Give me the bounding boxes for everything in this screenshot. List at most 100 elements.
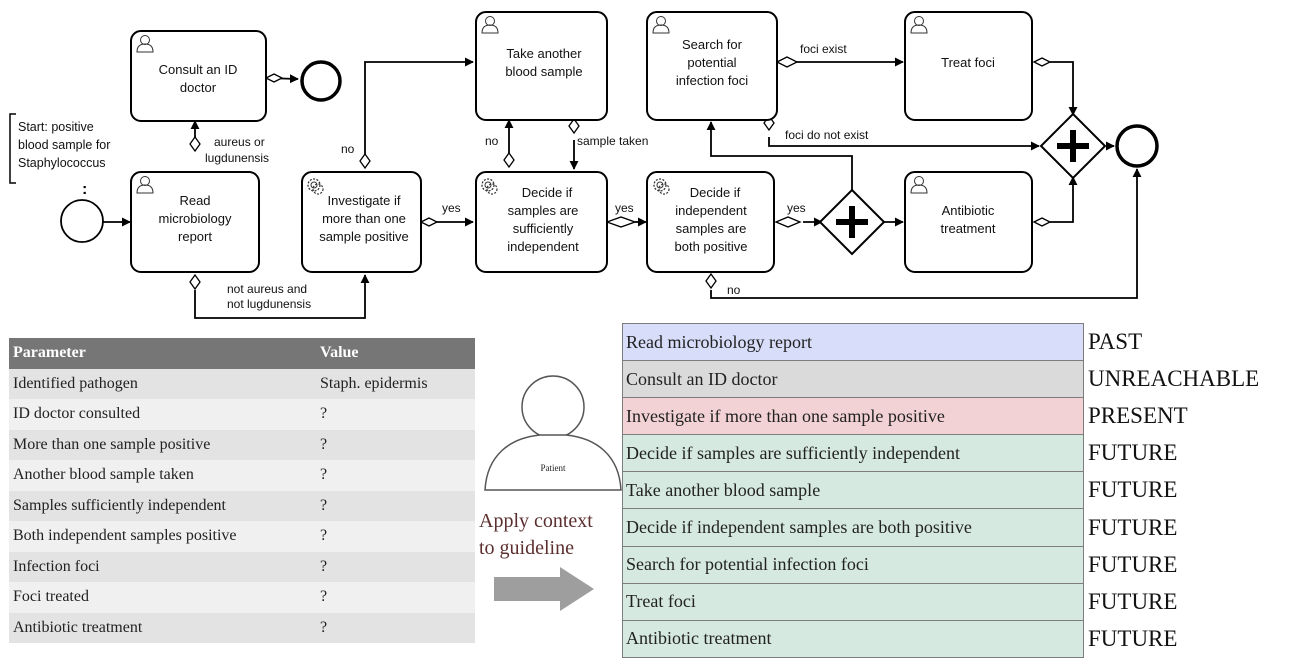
- task-label: Decide if: [690, 185, 741, 200]
- task-read-microbiology-report: Read microbiology report: [130, 171, 260, 273]
- flow-labels: aureus or lugdunensis not aureus and not…: [205, 42, 869, 311]
- state-cell: FUTURE: [1088, 514, 1178, 540]
- task-label: treatment: [941, 221, 996, 236]
- task-decide-samples-independent: Decide if samples are sufficiently indep…: [475, 171, 608, 273]
- task-label: doctor: [180, 80, 217, 95]
- task-take-another-blood-sample: Take another blood sample: [475, 11, 608, 121]
- task-label: Consult an ID: [159, 62, 238, 77]
- table-row: Infection foci?: [9, 551, 475, 582]
- start-event: [60, 199, 104, 243]
- parameter-cell: Another blood sample taken: [9, 460, 316, 491]
- task-label: report: [178, 229, 212, 244]
- step-cell: Search for potential infection foci: [622, 545, 1084, 584]
- task-label: samples are: [676, 221, 747, 236]
- state-cell: PRESENT: [1088, 403, 1188, 429]
- start-annotation: Start: positive blood sample for Staphyl…: [9, 113, 110, 198]
- table-row: Decide if independent samples are both p…: [622, 508, 1260, 547]
- task-label: potential: [687, 55, 736, 70]
- task-label: more than one: [322, 211, 406, 226]
- parameter-cell: Samples sufficiently independent: [9, 490, 316, 521]
- state-cell: FUTURE: [1088, 440, 1178, 466]
- state-cell: PAST: [1088, 329, 1143, 355]
- value-cell: ?: [316, 490, 475, 521]
- state-cell: FUTURE: [1088, 551, 1178, 577]
- end-event-main: [1115, 124, 1159, 168]
- task-label: Investigate if: [328, 193, 401, 208]
- task-label: blood sample: [505, 64, 582, 79]
- table-header-row: Parameter Value: [9, 338, 475, 369]
- task-label: Decide if: [522, 185, 573, 200]
- task-investigate-more-than-one-sample: Investigate if more than one sample posi…: [301, 171, 422, 273]
- state-cell: FUTURE: [1088, 477, 1178, 503]
- flow-label-not-aureus: not lugdunensis: [227, 297, 311, 311]
- step-cell: Investigate if more than one sample posi…: [622, 397, 1084, 436]
- column-header-parameter: Parameter: [9, 338, 316, 369]
- task-label: sample positive: [319, 229, 409, 244]
- state-cell: FUTURE: [1088, 625, 1178, 651]
- patient-icon: Patient: [484, 375, 622, 491]
- table-row: Antibiotic treatment?: [9, 612, 475, 643]
- parameter-cell: Infection foci: [9, 551, 316, 582]
- flow-label-no: no: [727, 283, 741, 297]
- flow-label-yes: yes: [442, 201, 461, 215]
- flow-label-not-aureus: not aureus and: [227, 282, 307, 296]
- task-label: Antibiotic: [942, 203, 995, 218]
- flow-label-sample-taken: sample taken: [577, 134, 648, 148]
- parameter-cell: More than one sample positive: [9, 429, 316, 460]
- table-row: Samples sufficiently independent?: [9, 490, 475, 521]
- start-note-line-2: blood sample for: [18, 138, 110, 152]
- table-row: Both independent samples positive?: [9, 521, 475, 552]
- patient-label: Patient: [541, 463, 566, 473]
- task-label: independent: [507, 239, 579, 254]
- step-cell: Read microbiology report: [622, 322, 1084, 362]
- value-cell: Staph. epidermis: [316, 368, 475, 399]
- value-cell: ?: [316, 582, 475, 613]
- state-cell: FUTURE: [1088, 588, 1178, 614]
- task-label: sufficiently: [513, 221, 574, 236]
- step-cell: Take another blood sample: [622, 471, 1084, 510]
- task-consult-id-doctor: Consult an ID doctor: [130, 30, 267, 122]
- parallel-gateway-join: [1039, 112, 1107, 180]
- value-cell: ?: [316, 429, 475, 460]
- parameter-cell: ID doctor consulted: [9, 399, 316, 430]
- state-cell: UNREACHABLE: [1088, 366, 1260, 392]
- table-row: Investigate if more than one sample posi…: [622, 397, 1260, 436]
- flow-label-yes: yes: [787, 201, 806, 215]
- task-decide-samples-both-positive: Decide if independent samples are both p…: [646, 171, 775, 273]
- step-cell: Antibiotic treatment: [622, 619, 1084, 658]
- parameter-cell: Foci treated: [9, 582, 316, 613]
- start-note-line-3: Staphylococcus: [18, 156, 106, 170]
- table-row: Decide if samples are sufficiently indep…: [622, 434, 1260, 473]
- value-cell: ?: [316, 460, 475, 491]
- flow-label-foci-exist: foci exist: [800, 42, 847, 56]
- parameter-cell: Identified pathogen: [9, 368, 316, 399]
- value-cell: ?: [316, 551, 475, 582]
- task-label: Search for: [682, 37, 743, 52]
- flow-label-foci-not-exist: foci do not exist: [785, 128, 869, 142]
- conditional-flow-markers: [189, 56, 1052, 291]
- flow-label-yes: yes: [615, 201, 634, 215]
- table-row: More than one sample positive?: [9, 429, 475, 460]
- task-label: microbiology: [159, 211, 232, 226]
- task-label: infection foci: [676, 73, 748, 88]
- step-cell: Treat foci: [622, 582, 1084, 621]
- task-treat-foci: Treat foci: [904, 11, 1033, 121]
- end-event-consult: [300, 60, 342, 102]
- flow-label-aureus: lugdunensis: [205, 151, 269, 165]
- task-label: both positive: [675, 239, 748, 254]
- value-cell: ?: [316, 399, 475, 430]
- step-cell: Decide if independent samples are both p…: [622, 508, 1084, 547]
- association-dots: :: [82, 181, 87, 198]
- task-antibiotic-treatment: Antibiotic treatment: [904, 171, 1033, 273]
- task-label: Take another: [506, 46, 582, 61]
- table-row: Foci treated?: [9, 582, 475, 613]
- step-cell: Decide if samples are sufficiently indep…: [622, 434, 1084, 473]
